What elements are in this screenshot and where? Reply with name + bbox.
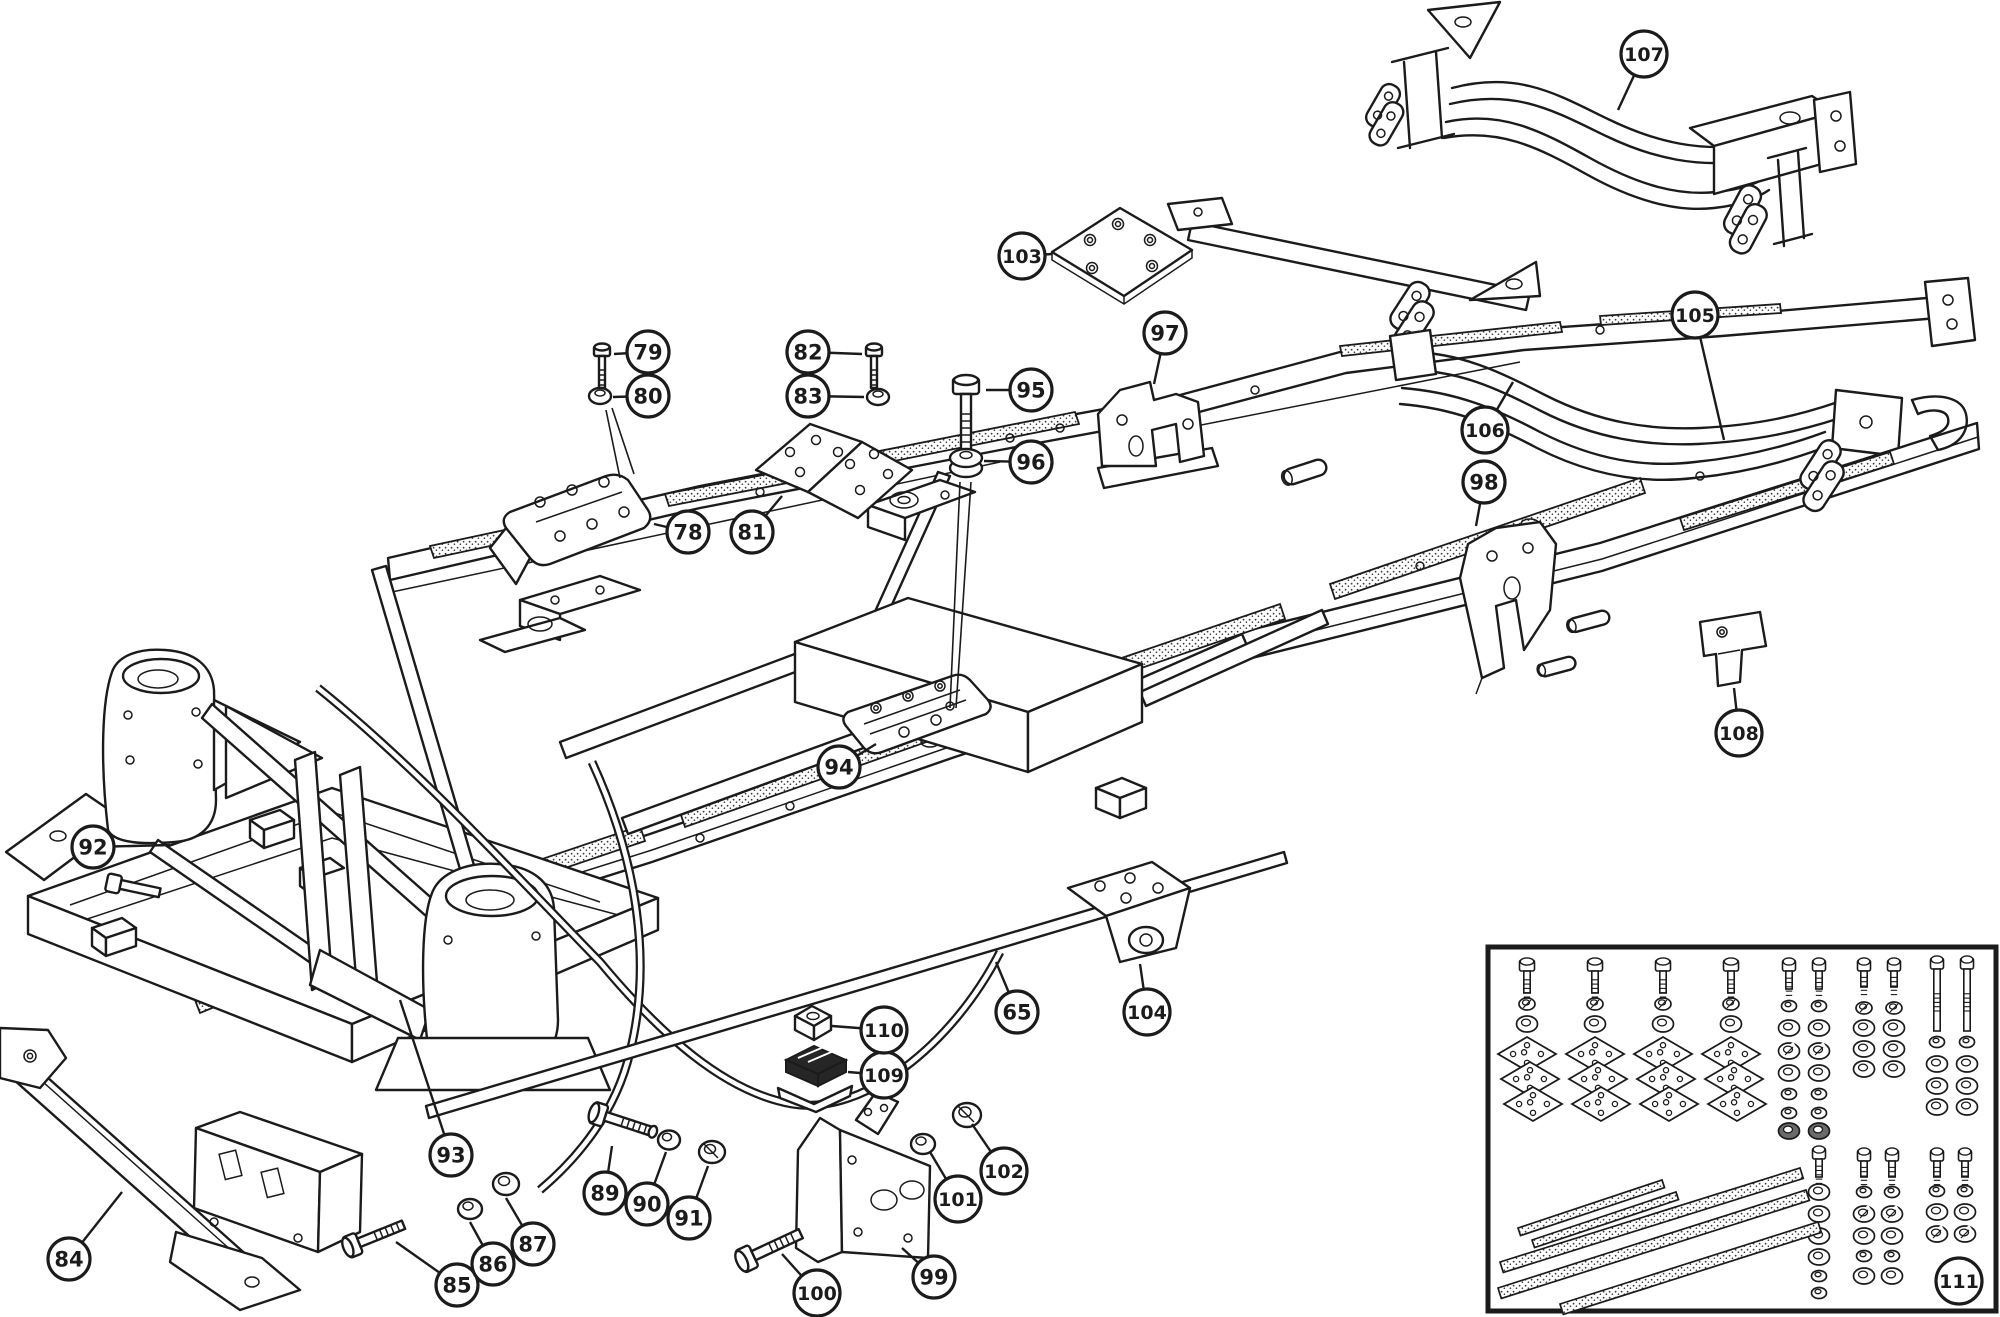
svg-text:100: 100	[797, 1283, 837, 1305]
center-crossmember	[558, 470, 1330, 836]
svg-text:95: 95	[1016, 379, 1045, 403]
svg-text:108: 108	[1719, 723, 1759, 745]
part-callout-82: 82	[785, 329, 863, 375]
svg-text:82: 82	[793, 341, 822, 365]
packing-plate-81	[754, 422, 914, 520]
svg-text:106: 106	[1465, 420, 1505, 442]
svg-text:65: 65	[1002, 1001, 1031, 1025]
svg-text:93: 93	[436, 1144, 465, 1168]
clip-108	[1698, 610, 1768, 688]
packing-plate-78	[488, 473, 652, 586]
part-callout-84: 84	[46, 1191, 123, 1282]
svg-text:109: 109	[864, 1065, 904, 1087]
lower-side-tube	[424, 850, 1289, 1120]
svg-text:85: 85	[442, 1274, 471, 1298]
projection-lines	[605, 407, 972, 709]
part-callout-111: 111	[1934, 1256, 1984, 1306]
part-callout-102: 102	[971, 1123, 1029, 1196]
engine-mount-bracket-left	[478, 574, 642, 654]
svg-text:105: 105	[1675, 305, 1715, 327]
part-callout-97: 97	[1142, 310, 1188, 385]
part-callout-81: 81	[729, 495, 783, 555]
gearbox-mount-box-side	[1026, 662, 1144, 774]
svg-text:89: 89	[590, 1182, 619, 1206]
svg-text:90: 90	[632, 1193, 661, 1217]
svg-text:104: 104	[1127, 1002, 1167, 1024]
part-callout-91: 91	[666, 1165, 712, 1241]
svg-text:79: 79	[633, 341, 662, 365]
svg-text:91: 91	[674, 1207, 703, 1231]
svg-text:84: 84	[54, 1248, 83, 1272]
svg-text:111: 111	[1939, 1271, 1979, 1293]
svg-text:101: 101	[938, 1189, 978, 1211]
svg-text:102: 102	[984, 1161, 1024, 1183]
rail-end-shock-bracket	[1910, 395, 1968, 452]
rear-crossmember-assembly-107	[1364, 0, 1858, 255]
svg-text:92: 92	[78, 836, 107, 860]
part-callout-83: 83	[785, 373, 865, 419]
svg-text:94: 94	[824, 756, 853, 780]
part-callout-93: 93	[398, 999, 474, 1178]
rubber-pad-109	[776, 1044, 854, 1114]
part-callout-96: 96	[983, 439, 1054, 485]
part-callouts: 65 78 79 80 81 82 83 84 85 86 87 89 90 91 92 93 94 95 96 97…	[46, 29, 1984, 1317]
axle-bracket-98	[1458, 520, 1558, 695]
part-callout-85: 85	[395, 1241, 480, 1308]
part-callout-80: 80	[612, 373, 671, 419]
part-callout-107: 107	[1616, 29, 1669, 111]
svg-text:110: 110	[864, 1020, 904, 1042]
svg-text:103: 103	[1002, 246, 1042, 268]
part-callout-87: 87	[504, 1197, 556, 1267]
spring-mount-bracket-104	[1066, 860, 1192, 964]
part-callout-110: 110	[831, 1005, 909, 1055]
far-rail-end-bracket	[1923, 276, 1977, 348]
rear-shackle-stack	[1799, 439, 1845, 513]
svg-text:78: 78	[673, 521, 702, 545]
svg-text:83: 83	[793, 385, 822, 409]
svg-text:98: 98	[1469, 471, 1498, 495]
part-callout-109: 109	[847, 1050, 909, 1100]
part-callout-106: 106	[1460, 381, 1515, 455]
part-callout-89: 89	[582, 1145, 628, 1216]
rear-crossmember-installed	[1166, 196, 1542, 351]
part-callout-105: 105	[1670, 290, 1726, 441]
loose-fasteners	[341, 342, 1768, 1274]
part-callout-65: 65	[994, 961, 1040, 1035]
part-callout-100: 100	[781, 1253, 842, 1317]
axle-bracket-97	[1096, 380, 1220, 490]
part-callout-90: 90	[624, 1151, 670, 1227]
svg-text:99: 99	[919, 1266, 948, 1290]
mounting-plate-94	[842, 673, 992, 755]
svg-text:81: 81	[737, 521, 766, 545]
part-callout-103: 103	[997, 231, 1053, 281]
loose-pins	[1280, 458, 1611, 678]
packing-plate-103	[1050, 206, 1194, 305]
svg-text:97: 97	[1150, 322, 1179, 346]
bumper-mount-bracket	[192, 1110, 364, 1254]
part-callout-98: 98	[1461, 459, 1507, 527]
svg-text:96: 96	[1016, 451, 1045, 475]
part-callout-95: 95	[986, 367, 1054, 413]
part-callout-101: 101	[928, 1151, 983, 1224]
part-callout-79: 79	[613, 329, 671, 375]
front-bumper-bar-84	[0, 1026, 302, 1312]
hardware-kit-box	[1485, 944, 1999, 1316]
part-callout-99: 99	[901, 1247, 957, 1300]
svg-text:87: 87	[518, 1233, 547, 1257]
part-callout-86: 86	[468, 1221, 516, 1287]
part-callout-94: 94	[816, 742, 877, 790]
svg-text:107: 107	[1624, 44, 1664, 66]
part-callout-108: 108	[1714, 687, 1764, 758]
part-callout-104: 104	[1122, 963, 1172, 1037]
svg-text:86: 86	[478, 1253, 507, 1277]
body-mount-bracket-99	[794, 1090, 932, 1264]
part-callout-92: 92	[70, 824, 171, 870]
part-callout-78: 78	[653, 509, 711, 555]
svg-text:80: 80	[633, 385, 662, 409]
engine-mount-bracket-right	[866, 478, 977, 542]
